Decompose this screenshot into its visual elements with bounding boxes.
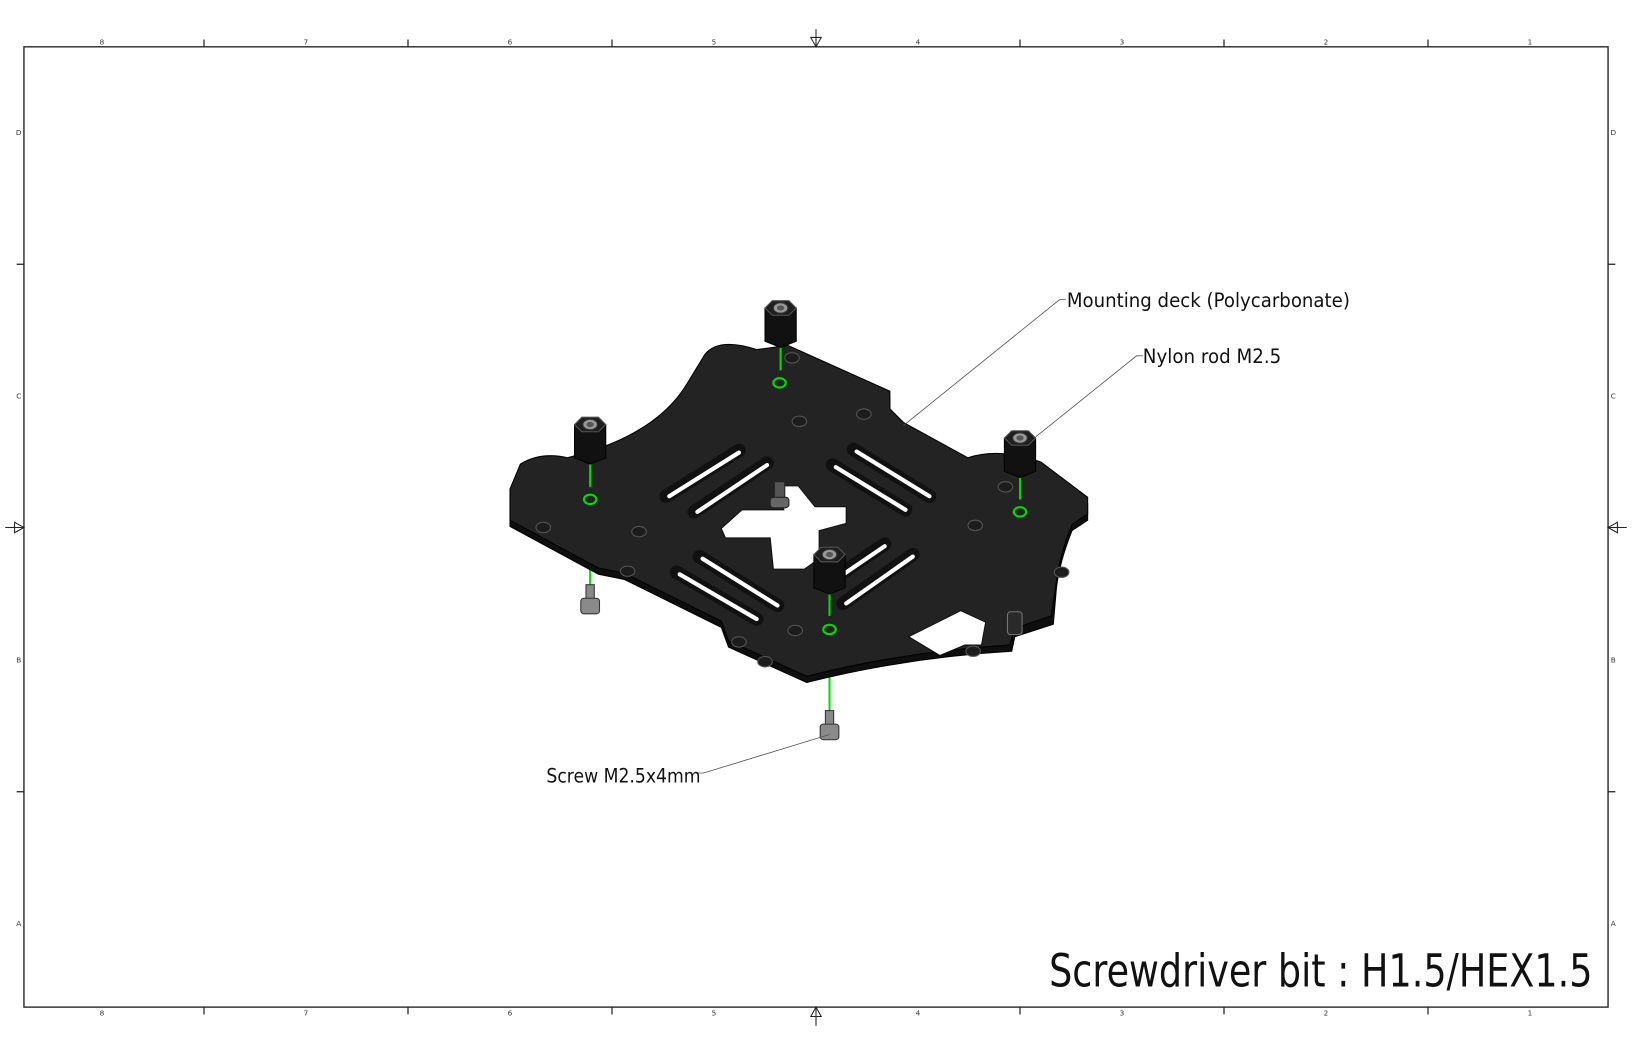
callout-mounting-deck: Mounting deck (Polycarbonate) (1067, 289, 1350, 312)
screw (819, 710, 840, 741)
column-label: 4 (916, 1008, 921, 1017)
row-labels: D C B A D C B A (16, 128, 1617, 928)
column-label: 1 (1528, 38, 1533, 47)
row-label: D (16, 128, 22, 137)
side-cutout (907, 610, 987, 657)
column-label: 4 (916, 38, 921, 47)
row-label: C (16, 391, 21, 400)
column-label: 3 (1120, 1008, 1125, 1017)
plate-slots (659, 442, 937, 626)
centering-arrows (5, 29, 1627, 1026)
rear-screw-visible (769, 481, 790, 509)
assembly-axis-lines (582, 346, 1028, 636)
callout-screw: Screw M2.5x4mm (546, 764, 700, 787)
column-label: 5 (712, 38, 717, 47)
column-label: 7 (304, 38, 309, 47)
leader-lines (697, 299, 1143, 774)
screw (580, 584, 601, 615)
column-label: 8 (100, 38, 105, 47)
column-label: 6 (508, 1008, 513, 1017)
standoff (1003, 430, 1037, 479)
column-label: 6 (508, 38, 513, 47)
row-label: B (1611, 656, 1616, 665)
column-label: 5 (712, 1008, 717, 1017)
row-label: A (16, 919, 21, 928)
row-label: D (1610, 128, 1616, 137)
column-label: 7 (304, 1008, 309, 1017)
plate-holes (535, 352, 1070, 668)
border-ticks (16, 39, 1616, 1015)
callout-nylon-rod: Nylon rod M2.5 (1143, 345, 1281, 368)
row-label: A (1611, 919, 1616, 928)
column-labels-top: 8 7 6 5 4 3 2 1 (100, 38, 1533, 47)
column-label: 1 (1528, 1008, 1533, 1017)
column-label: 2 (1324, 1008, 1329, 1017)
row-label: C (1611, 391, 1616, 400)
column-labels-bottom: 8 7 6 5 4 3 2 1 (100, 1008, 1533, 1017)
standoff (764, 300, 797, 349)
nylon-standoffs (573, 300, 1037, 595)
screwdriver-bit-note: Screwdriver bit : H1.5/HEX1.5 (1049, 944, 1592, 997)
rear-standoff-visible (1006, 611, 1023, 636)
column-label: 8 (100, 1008, 105, 1017)
mounting-deck-plate (509, 343, 1089, 684)
column-label: 2 (1324, 38, 1329, 47)
column-label: 3 (1120, 38, 1125, 47)
standoff (573, 416, 607, 465)
row-label: B (16, 656, 21, 665)
standoff (813, 546, 846, 595)
